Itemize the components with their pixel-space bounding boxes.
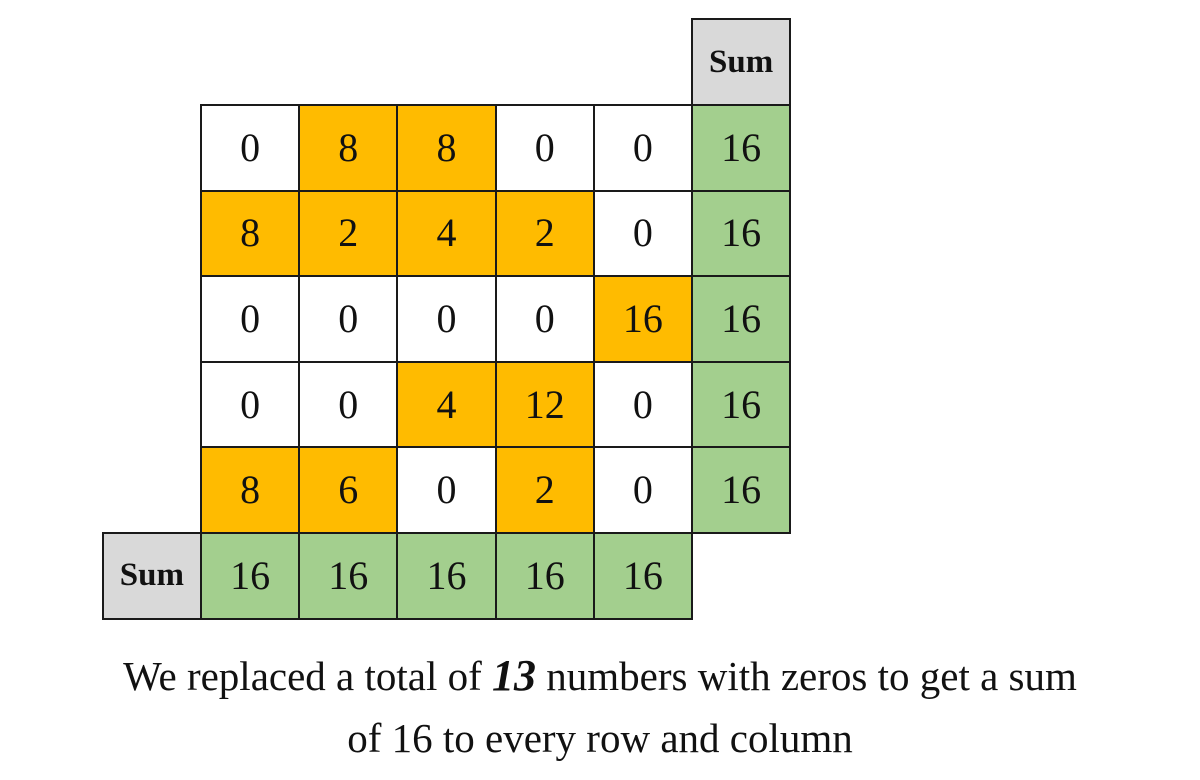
- grid-cell-r3-c3: 0: [396, 275, 497, 363]
- grid-cell-r3-c5: 16: [592, 275, 693, 363]
- col-sum-5: 16: [592, 532, 693, 620]
- row-sum-2: 16: [691, 189, 792, 278]
- col-sum-2: 16: [298, 532, 399, 620]
- col-sum-header: Sum: [101, 532, 202, 620]
- grid-cell-r4-c5: 0: [592, 360, 693, 449]
- grid-cell-r5-c1: 8: [200, 446, 301, 534]
- grid-cell-r4-c2: 0: [298, 360, 399, 449]
- grid-cell-r4-c4: 12: [494, 360, 595, 449]
- replaced-count: 13: [492, 651, 537, 700]
- caption-text-before: We replaced a total of: [123, 653, 493, 699]
- row-sum-3: 16: [691, 275, 792, 363]
- grid-cell-r3-c4: 0: [494, 275, 595, 363]
- grid-cell-r1-c3: 8: [396, 104, 497, 192]
- grid-cell-r1-c5: 0: [592, 104, 693, 192]
- caption-line-1: We replaced a total of 13 numbers with z…: [0, 645, 1200, 707]
- caption-line-2: of 16 to every row and column: [347, 715, 853, 761]
- grid-cell-r4-c3: 4: [396, 360, 497, 449]
- grid-cell-r2-c4: 2: [494, 189, 595, 278]
- grid-cell-r2-c5: 0: [592, 189, 693, 278]
- grid-cell-r2-c2: 2: [298, 189, 399, 278]
- grid-cell-r5-c5: 0: [592, 446, 693, 534]
- grid-cell-r2-c3: 4: [396, 189, 497, 278]
- row-sum-1: 16: [691, 104, 792, 192]
- grid-cell-r5-c3: 0: [396, 446, 497, 534]
- grid-cell-r1-c1: 0: [200, 104, 301, 192]
- row-sum-4: 16: [691, 360, 792, 449]
- col-sum-3: 16: [396, 532, 497, 620]
- caption-text-after: numbers with zeros to get a sum: [536, 653, 1077, 699]
- caption: We replaced a total of 13 numbers with z…: [0, 645, 1200, 769]
- grid-cell-r5-c4: 2: [494, 446, 595, 534]
- grid-cell-r5-c2: 6: [298, 446, 399, 534]
- grid-cell-r2-c1: 8: [200, 189, 301, 278]
- grid-cell-r1-c4: 0: [494, 104, 595, 192]
- grid-cell-r3-c1: 0: [200, 275, 301, 363]
- col-sum-1: 16: [200, 532, 301, 620]
- row-sum-header: Sum: [691, 18, 792, 106]
- col-sum-4: 16: [494, 532, 595, 620]
- grid-cell-r1-c2: 8: [298, 104, 399, 192]
- grid-cell-r4-c1: 0: [200, 360, 301, 449]
- row-sum-5: 16: [691, 446, 792, 534]
- grid-cell-r3-c2: 0: [298, 275, 399, 363]
